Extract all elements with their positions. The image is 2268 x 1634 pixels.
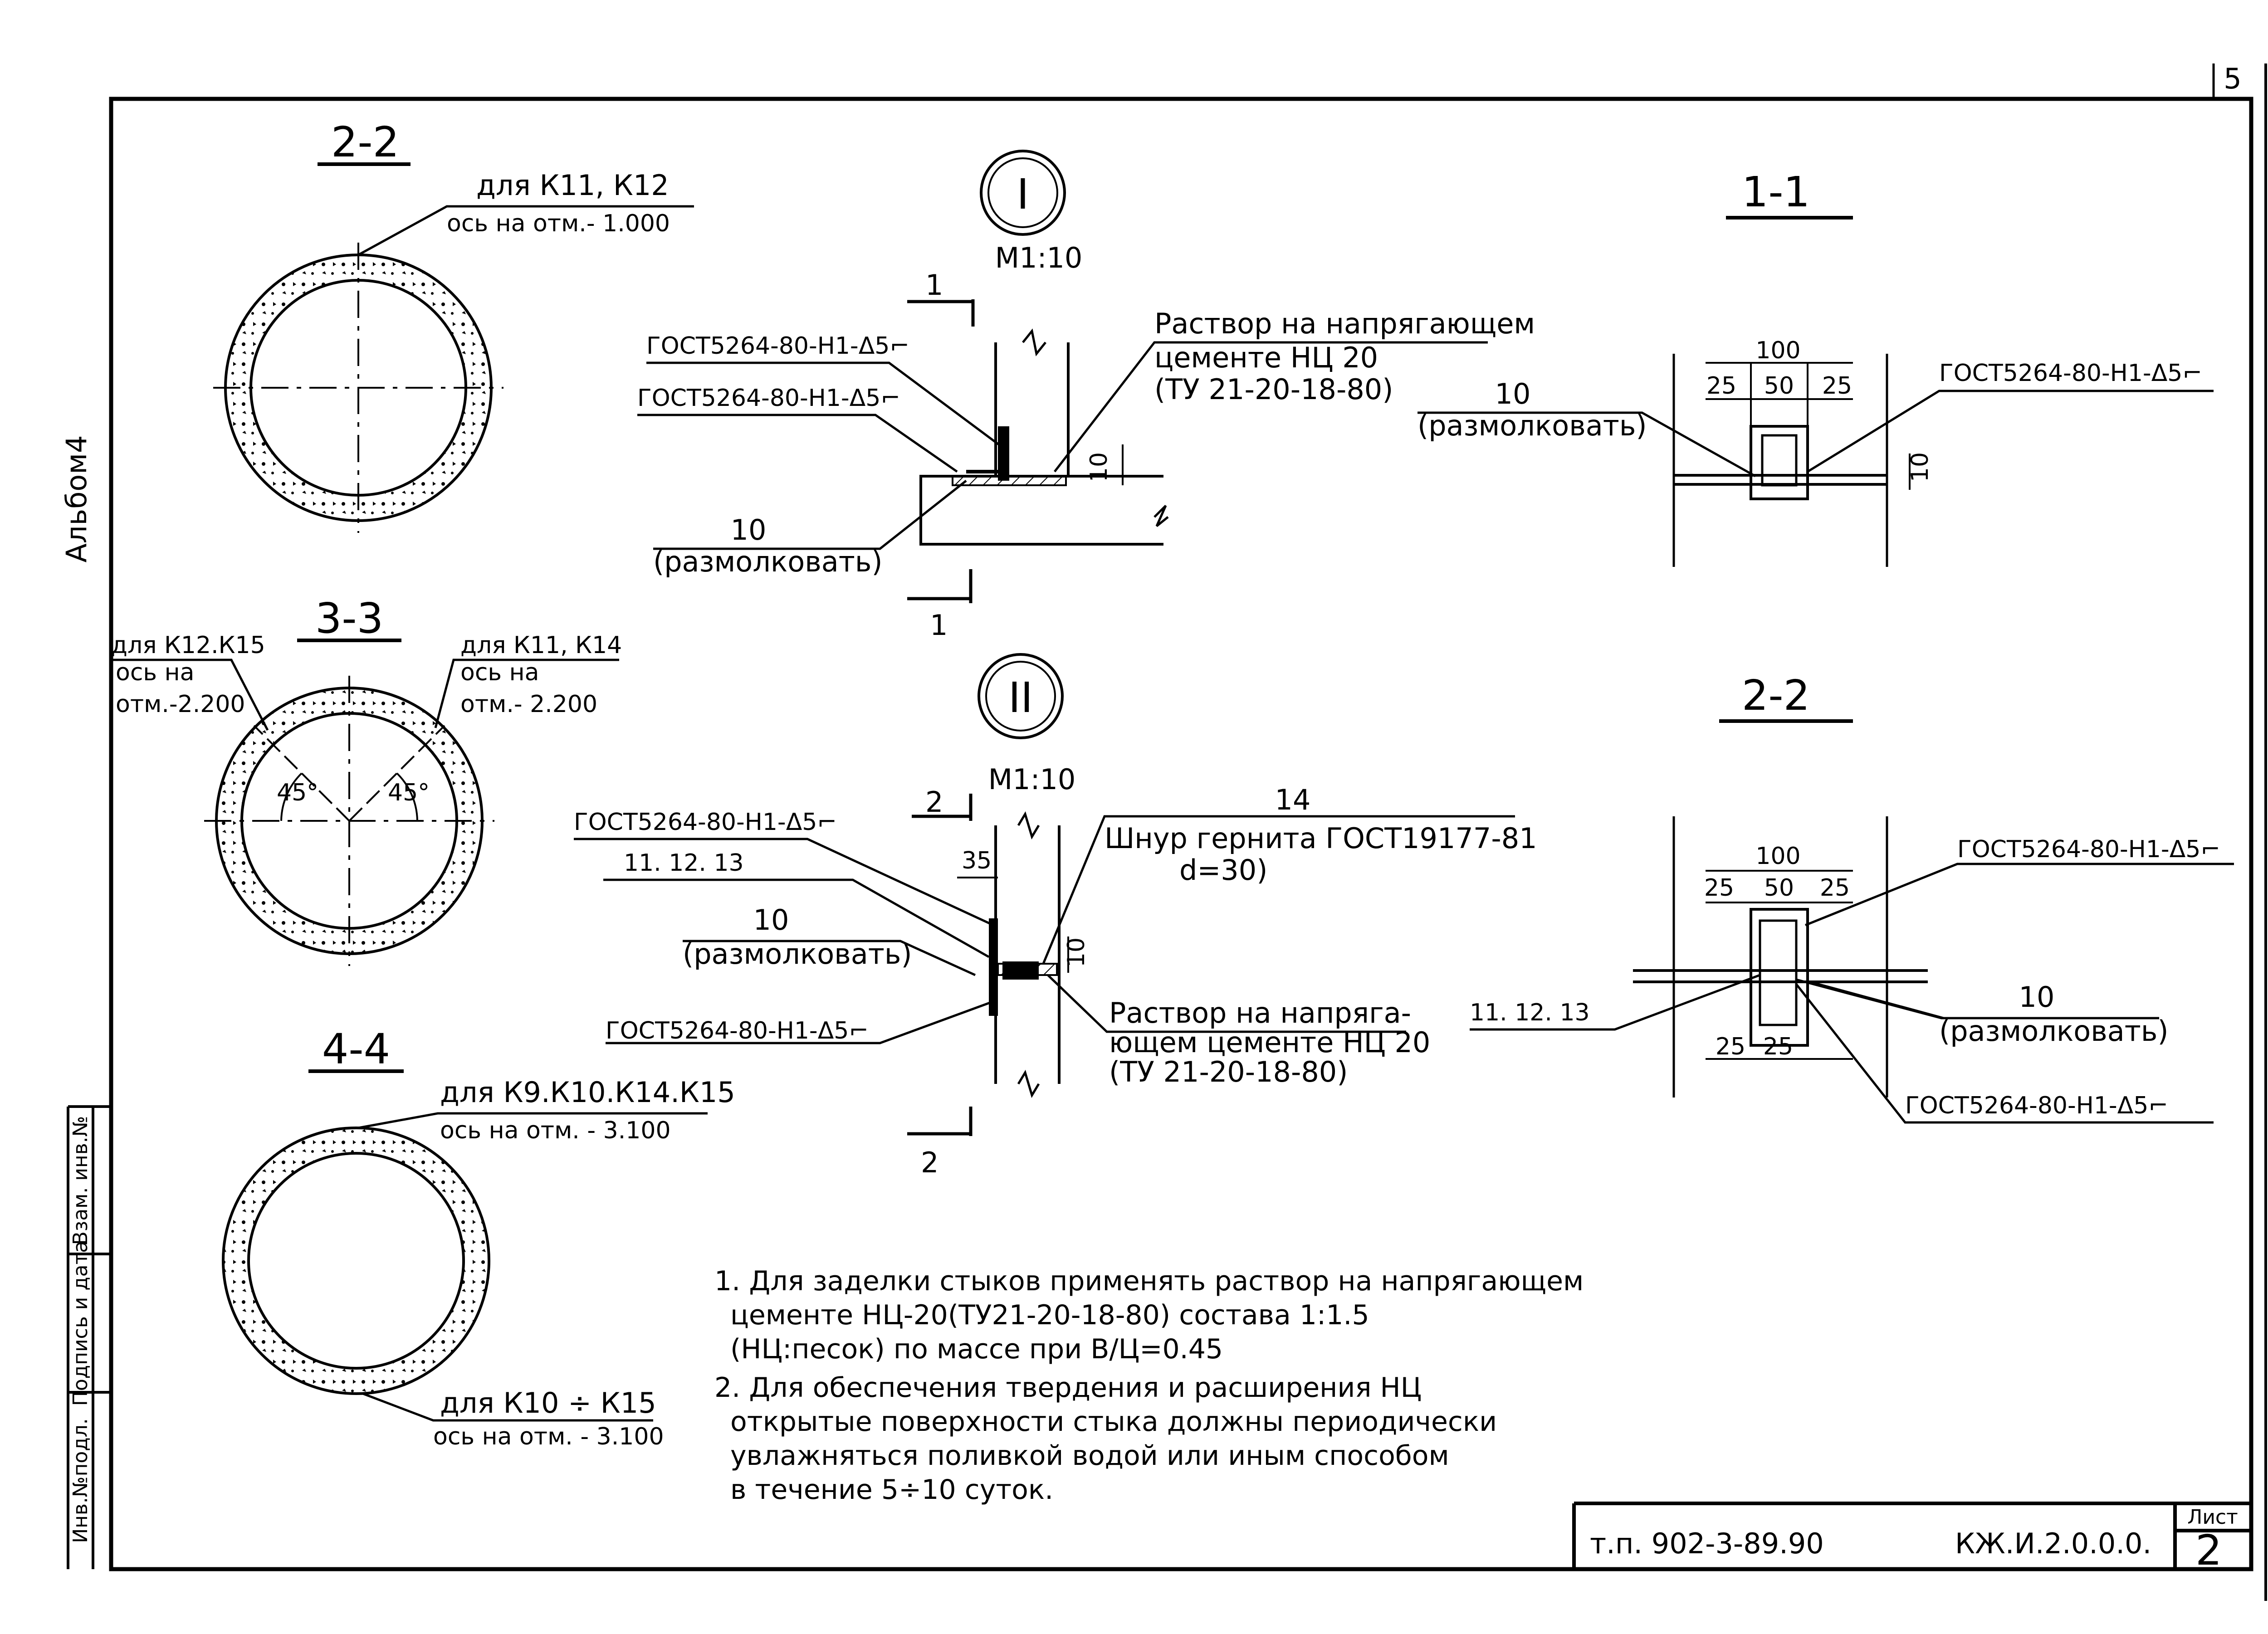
node-1-detail: I М1:10 1 1 10 ГОСТ5264-80-Н1-Δ5⌐ ГОСТ52…: [637, 150, 1535, 642]
sheet-number: 2: [2195, 1526, 2222, 1575]
angle-left-label: 45°: [277, 779, 318, 806]
sheet-label: Лист: [2187, 1506, 2238, 1529]
section-2-2-title: 2-2: [331, 118, 399, 166]
node-2-gost-upper: ГОСТ5264-80-Н1-Δ5⌐: [574, 809, 837, 836]
dim-10: 10: [1906, 452, 1934, 482]
note-line: увлажняться поливкой водой или иным спос…: [730, 1440, 1449, 1472]
note-line: 1. Для заделки стыков применять раствор …: [714, 1265, 1584, 1297]
leader-label: ось на: [116, 659, 194, 686]
node-2-dim-10: 10: [1063, 937, 1090, 967]
node-2-dim-35: 35: [962, 847, 992, 874]
node-1-gost-upper: ГОСТ5264-80-Н1-Δ5⌐: [646, 332, 909, 360]
node-1-dim-10: 10: [1085, 452, 1113, 482]
pos-10: 10: [1495, 377, 1531, 410]
section-2-2-ring: 2-2 для К11, К12 ось на отм.- 1.000: [213, 118, 694, 533]
project-number: т.п. 902-3-89.90: [1590, 1527, 1824, 1560]
node-2-number: II: [1008, 673, 1033, 722]
section-1-1-title: 1-1: [1742, 168, 1810, 216]
node-2-mortar-line-3: (ТУ 21-20-18-80): [1109, 1055, 1348, 1088]
leader-label: отм.-2.200: [116, 691, 245, 718]
node-1-marker: [980, 150, 1066, 236]
drawing-code: КЖ.И.2.0.0.0.: [1955, 1527, 2151, 1560]
node-1-pos-10: 10: [731, 513, 767, 546]
node-2-scale: М1:10: [988, 763, 1076, 796]
note-line: цементе НЦ-20(ТУ21-20-18-80) состава 1:1…: [730, 1299, 1369, 1331]
node-2-mortar-line-1: Раствор на напряга-: [1109, 996, 1411, 1029]
left-stamp: [67, 1105, 111, 1569]
ring-wall: [223, 1128, 489, 1394]
positions-label: 11. 12. 13: [1470, 999, 1590, 1026]
leader-label: для К11, К14: [460, 632, 622, 659]
section-3-3-ring: 3-3 45° 45° для К12.К15 ось на отм.-2.20…: [111, 594, 622, 966]
general-notes: 1. Для заделки стыков применять раствор …: [714, 1265, 1584, 1506]
gost-lower: ГОСТ5264-80-Н1-Δ5⌐: [1905, 1092, 2168, 1119]
dim-25: 25: [1716, 1033, 1745, 1060]
pos-10: 10: [2019, 980, 2055, 1014]
gost-label: ГОСТ5264-80-Н1-Δ5⌐: [1939, 360, 2202, 387]
gost-upper: ГОСТ5264-80-Н1-Δ5⌐: [1957, 836, 2220, 863]
dim-100: 100: [1755, 843, 1800, 870]
dim-50: 50: [1764, 372, 1794, 400]
sheet-frame: [109, 63, 2267, 1601]
leader-label: ось на отм. - 3.100: [440, 1117, 671, 1144]
caulk-label: (размолковать): [1939, 1015, 2169, 1048]
node-2-cord-pos: 14: [1275, 783, 1311, 816]
section-4-4-title: 4-4: [322, 1025, 390, 1073]
node-1-gost-lower: ГОСТ5264-80-Н1-Δ5⌐: [637, 385, 900, 412]
node-2-cord-line-1: Шнур гернита ГОСТ19177-81: [1105, 822, 1537, 855]
node-2-gost-lower: ГОСТ5264-80-Н1-Δ5⌐: [606, 1017, 869, 1044]
leader-label: отм.- 2.200: [460, 691, 597, 718]
node-1-mortar-line-3: (ТУ 21-20-18-80): [1154, 373, 1393, 406]
leader-label: ось на отм. - 3.100: [433, 1423, 664, 1450]
node-2-pos-10: 10: [753, 903, 789, 937]
album-label: Альбом4: [60, 435, 93, 563]
node-1-mortar-line-1: Раствор на напрягающем: [1154, 307, 1535, 340]
node-1-number: I: [1017, 170, 1029, 219]
stamp-signature-date: Подпись и дата: [69, 1241, 92, 1406]
node-1-scale: М1:10: [995, 241, 1083, 274]
leader-label: для К10 ÷ К15: [440, 1386, 656, 1419]
note-line: открытые поверхности стыка должны период…: [730, 1406, 1497, 1438]
dim-25: 25: [1763, 1033, 1793, 1060]
title-block: [1572, 1502, 2251, 1569]
stamp-replaced-inv: Взам. инв.№: [69, 1116, 92, 1245]
section-2-2-detail-title: 2-2: [1742, 671, 1810, 720]
corner-sheet-number: 5: [2224, 62, 2241, 95]
section-2-2-detail: 2-2 100 25 50 25 25 25 ГОСТ5264-80-Н1-Δ5…: [1470, 671, 2234, 1124]
dim-25: 25: [1820, 874, 1850, 902]
caulk-label: (размолковать): [1418, 409, 1647, 442]
leader-label: ось на: [460, 659, 539, 686]
section-4-4-ring: 4-4 для К9.К10.К14.К15 ось на отм. - 3.1…: [222, 1025, 735, 1450]
node-1-cut-label-top: 1: [925, 268, 943, 302]
node-2-cord-line-2: d=30): [1179, 854, 1267, 887]
angle-right-label: 45°: [388, 779, 430, 806]
node-1-cut-label-bottom: 1: [930, 609, 948, 642]
leader-label: для К12.К15: [111, 632, 265, 659]
dim-25: 25: [1706, 372, 1736, 400]
stamp-inv-no: Инв.№подл.: [69, 1418, 92, 1543]
node-2-positions: 11. 12. 13: [624, 849, 744, 877]
dim-100: 100: [1755, 337, 1800, 364]
dim-25: 25: [1822, 372, 1852, 400]
section-3-3-title: 3-3: [315, 594, 383, 643]
leader-label: для К11, К12: [476, 169, 669, 202]
node-2-caulk: (размолковать): [683, 937, 912, 971]
leader-label: для К9.К10.К14.К15: [440, 1076, 735, 1109]
node-1-caulk: (размолковать): [653, 545, 883, 578]
note-line: 2. Для обеспечения твердения и расширени…: [714, 1372, 1422, 1404]
node-2-cut-label-bottom: 2: [921, 1146, 938, 1179]
section-1-1-detail: 1-1 100 25 50 25 10 ГОСТ5264-80-Н1-Δ5⌐ 1…: [1418, 168, 2214, 567]
node-2-detail: II М1:10 2 2 35 10 ГОСТ5264-80-Н1-Δ5⌐ 11…: [574, 653, 1537, 1179]
note-line: (НЦ:песок) по массе при В/Ц=0.45: [730, 1333, 1223, 1365]
leader-label: ось на отм.- 1.000: [447, 210, 670, 237]
note-line: в течение 5÷10 суток.: [730, 1474, 1053, 1506]
node-1-mortar-line-2: цементе НЦ 20: [1154, 341, 1378, 374]
node-2-cut-label-top: 2: [925, 785, 943, 819]
node-2-marker: [978, 653, 1064, 739]
dim-25: 25: [1704, 874, 1734, 902]
dim-50: 50: [1764, 874, 1794, 902]
